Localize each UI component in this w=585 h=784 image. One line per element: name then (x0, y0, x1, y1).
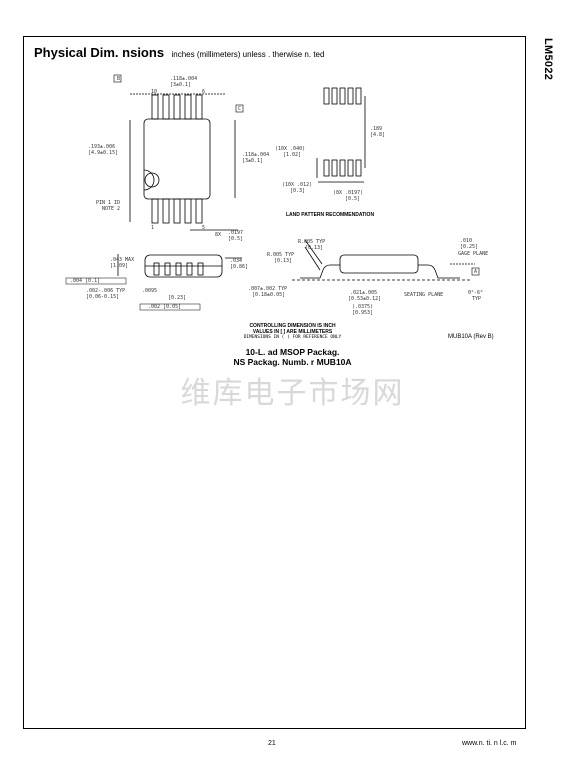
section-title-main: Physical Dim. nsions (34, 45, 165, 60)
land-pattern-label: LAND PATTERN RECOMMENDATION (286, 212, 374, 218)
package-line2: NS Packag. Numb. r MUB10A (233, 357, 352, 367)
page-frame (23, 36, 526, 729)
package-title: 10-L. ad MSOP Packag. NS Packag. Numb. r… (0, 347, 585, 367)
ref-b-label: B (117, 76, 120, 82)
lead-foot2-mm: [0.953] (352, 310, 373, 316)
control-line3: DIMENSIONS IN ( ) FOR REFERENCE ONLY (243, 335, 342, 340)
watermark: 维库电子市场网 (180, 376, 405, 411)
side-standoff-mm: [0.06-0.15] (86, 294, 119, 300)
revision-label: MUB10A (Rev B) (448, 334, 494, 340)
pitch-val-mm: [0.5] (228, 236, 243, 242)
package-line1: 10-L. ad MSOP Packag. (245, 347, 340, 357)
side-position: .002 [0.05] (148, 304, 181, 310)
side-flatness: .004 [0.1] (70, 278, 100, 284)
top-length-dim-mm: [3±0.1] (242, 158, 263, 164)
website-link[interactable]: www.n. ti. n l.c. m (462, 740, 517, 747)
land-dim1-mm: [4.8] (370, 132, 385, 138)
top-pin10-label: 10 (151, 89, 157, 95)
top-side-dim: .193±.006 (88, 144, 115, 150)
lead-foot2: (.0375) (352, 304, 373, 310)
side-standoff: .002-.006 TYP (86, 288, 125, 294)
top-length-dim: .118±.004 (242, 152, 269, 158)
pitch-dim: 8X (215, 232, 221, 238)
top-view (129, 93, 238, 231)
lead-gauge-mm: [0.25] (460, 244, 478, 250)
lead-detail (292, 239, 475, 281)
lead-r2-mm: [0.13] (274, 258, 292, 264)
ref-b-box (113, 74, 122, 83)
lead-foot: .021±.005 (350, 290, 377, 296)
lead-foot-mm: [0.53±0.12] (348, 296, 381, 302)
ref-a-box (471, 267, 480, 276)
control-line1: CONTROLLING DIMENSION IS INCH (249, 323, 336, 329)
top-pin6-label: 6 (202, 89, 205, 95)
top-width-dim-mm: [3±0.1] (170, 82, 191, 88)
lead-seating: SEATING PLANE (404, 292, 443, 298)
land-dim3-mm: [0.3] (290, 188, 305, 194)
side-view (117, 254, 242, 278)
lead-gauge-label: GAGE PLANE (458, 251, 488, 257)
flatness-box (65, 277, 127, 285)
ref-c-box (235, 104, 244, 113)
ref-c-label: C (238, 106, 241, 112)
pin1-note: PIN 1 ID (96, 200, 120, 206)
lead-angle-typ: TYP (472, 296, 481, 302)
lead-gauge: .010 (460, 238, 472, 244)
control-notes: CONTROLLING DIMENSION IS INCH VALUES IN … (0, 323, 585, 341)
land-dim4: (8X .0197) (333, 190, 363, 196)
top-width-dim: .118±.004 (170, 76, 197, 82)
lead-thk: .007±.002 TYP (248, 286, 287, 292)
lead-angle: 0°-6° (468, 290, 483, 296)
side-lead-thk-mm: [0.23] (168, 295, 186, 301)
land-dim4-mm: [0.5] (345, 196, 360, 202)
lead-r1-mm: [0.13] (305, 245, 323, 251)
land-dim2-mm: [1.02] (283, 152, 301, 158)
side-lead-width-mm: [0.86] (230, 264, 248, 270)
side-lead-thk: .0095 (142, 288, 157, 294)
side-max-height: .043 MAX (110, 257, 134, 263)
ref-a-label: A (474, 269, 477, 275)
position-box (139, 303, 201, 311)
side-lead-width: .034 (230, 258, 242, 264)
page-number: 21 (268, 740, 276, 747)
top-pin1-label: 1 (151, 225, 154, 231)
lead-r1: R.005 TYP (298, 239, 325, 245)
pin1-note2: NOTE 2 (102, 206, 120, 212)
section-title-sub: inches (millimeters) unless . therwise n… (171, 50, 325, 59)
lead-thk-mm: [0.18±0.05] (252, 292, 285, 298)
side-max-height-mm: [1.09] (110, 263, 128, 269)
lead-r2: R.005 TYP (267, 252, 294, 258)
pitch-val: .0197 (228, 230, 243, 236)
section-title: Physical Dim. nsions inches (millimeters… (34, 44, 324, 62)
top-pin5-label: 5 (202, 225, 205, 231)
mechanical-drawing: B .118±.004 [3±0.1] 10 6 C .193±.006 [4.… (30, 70, 500, 350)
control-line2: VALUES IN [ ] ARE MILLIMETERS (252, 329, 333, 335)
land-dim3: (10X .012) (282, 182, 312, 188)
land-dim1: .189 (370, 126, 382, 132)
land-pattern (316, 87, 366, 183)
side-part-number: LM5022 (542, 38, 554, 81)
land-dim2: (10X .040) (275, 146, 305, 152)
top-side-dim-mm: [4.9±0.15] (88, 150, 118, 156)
